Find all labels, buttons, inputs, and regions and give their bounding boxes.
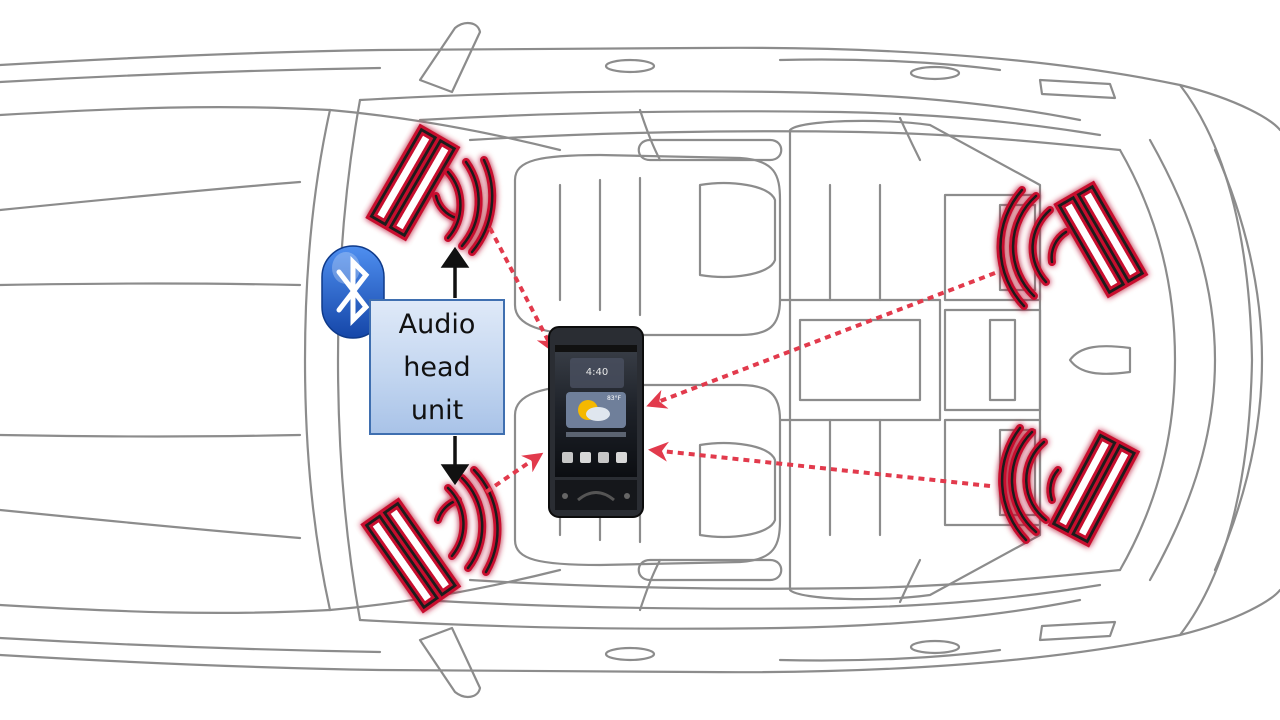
speaker-front-right-waves — [434, 466, 502, 576]
car-outline — [0, 22, 1280, 698]
phone-clock: 4:40 — [586, 367, 608, 378]
speaker-rear-right-waves — [998, 424, 1062, 544]
bluetooth-icon — [321, 245, 385, 339]
speaker-front-left — [365, 123, 461, 242]
phone-temperature: 83°F — [607, 395, 622, 402]
head-unit-connections — [440, 246, 470, 486]
arrow-rear-right-to-phone — [648, 441, 991, 488]
signal-arrows — [484, 227, 996, 494]
speaker-rear-left-waves — [996, 186, 1070, 310]
arrow-rear-left-to-phone — [646, 271, 996, 409]
head-unit-label: Audio head unit — [398, 308, 476, 426]
speaker-front-right — [360, 497, 462, 614]
weather-cloud-icon — [586, 407, 610, 421]
phone-app-icons — [562, 452, 627, 463]
arrow-front-right-to-phone — [484, 452, 544, 494]
speaker-front-left-waves — [432, 156, 497, 256]
audio-head-unit: Audio head unit — [369, 299, 505, 435]
smartphone-icon: 4:40 83°F — [548, 326, 644, 518]
arrow-front-left-to-phone — [488, 227, 555, 354]
speaker-rear-left — [1053, 180, 1149, 299]
speaker-rear-right — [1047, 429, 1141, 548]
